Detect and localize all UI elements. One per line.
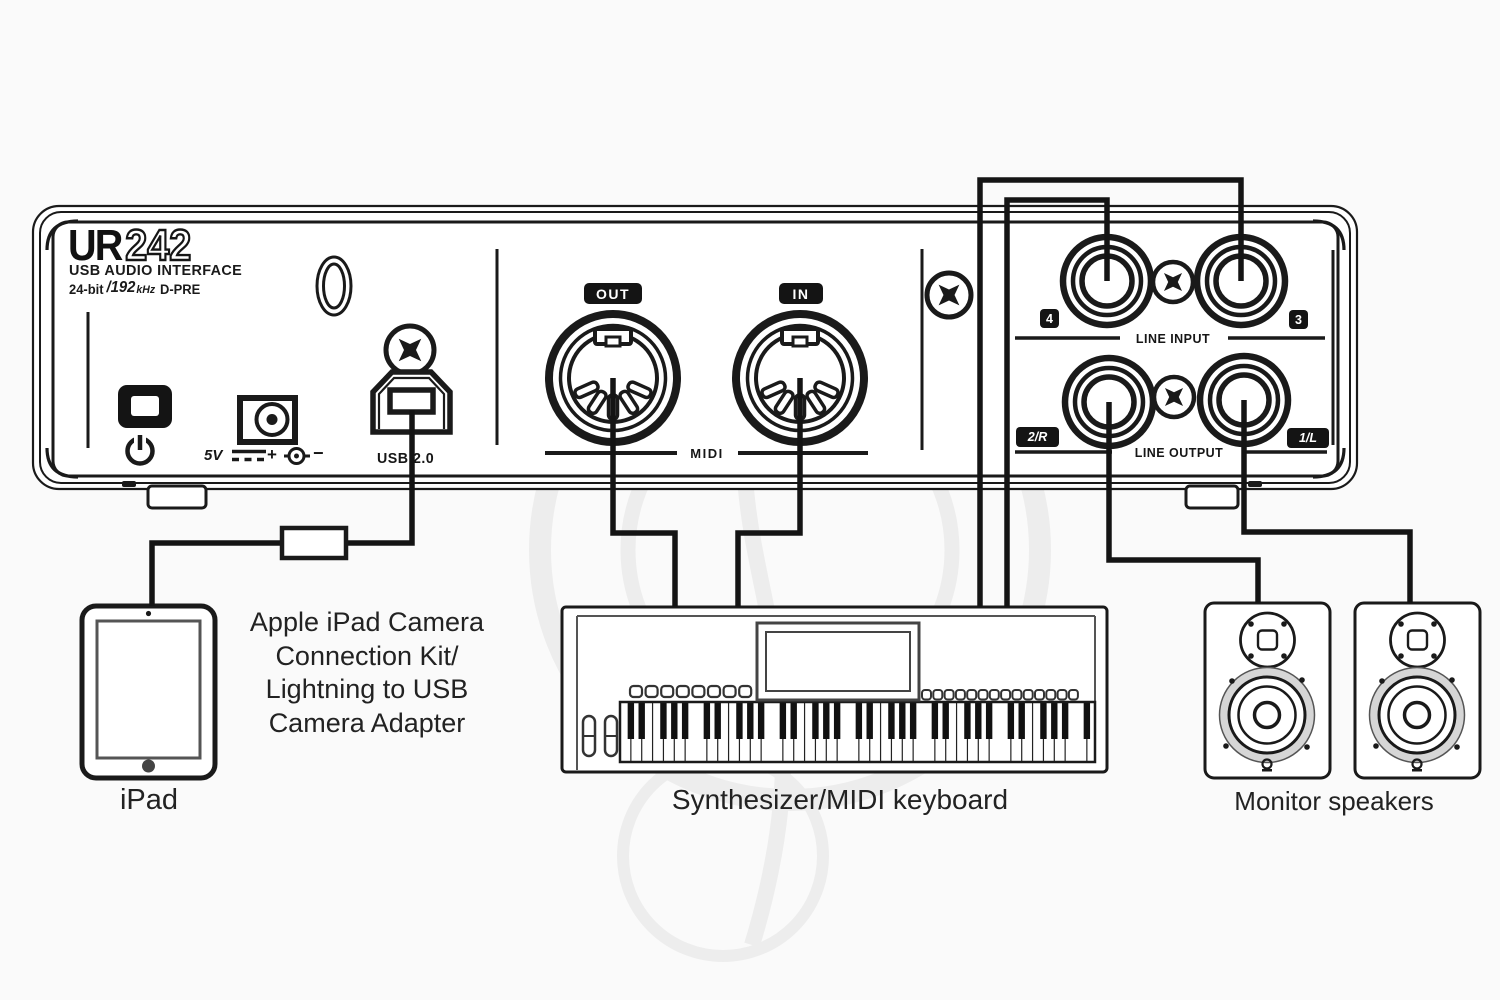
power-icon [125, 435, 155, 466]
chassis-foot-right [1184, 484, 1240, 510]
spec-unit: kHz [136, 284, 156, 296]
phillips-screw-icon [1150, 259, 1197, 420]
line-output-jack1l-label: 1/L [1287, 428, 1329, 448]
dc-power-jack [237, 395, 298, 445]
power-button [118, 385, 172, 428]
corner-accent [1312, 447, 1346, 479]
phillips-screw-icon [924, 270, 974, 320]
midi-out-label: OUT [584, 283, 642, 304]
cable-midi-out-to-synth [610, 378, 678, 607]
usb-port-label: USB 2.0 [377, 450, 435, 467]
seam-mark [1248, 481, 1262, 487]
speaker-icon-right [1353, 601, 1482, 780]
cable-line-output1l-to-speaker [1241, 400, 1413, 603]
device-logo: UR 242 [68, 221, 192, 270]
synthesizer-icon [560, 605, 1109, 774]
ipad-camera-dot [145, 610, 152, 617]
line-output-jack2r-label: 2/R [1016, 427, 1059, 447]
adapter-note-line: Lightning to USB [265, 674, 469, 704]
adapter-note-line: Apple iPad Camera [249, 607, 485, 637]
dc-voltage-label: 5V [204, 447, 223, 464]
seam-mark [122, 481, 136, 487]
synth-buttons-left [628, 684, 753, 699]
synthesizer-caption: Synthesizer/MIDI keyboard [671, 784, 1009, 815]
dc-plus-label: + [267, 445, 277, 464]
corner-accent [45, 219, 79, 251]
chassis-foot-left [146, 484, 208, 510]
camera-adapter-box [279, 525, 349, 561]
midi-in-label: IN [779, 283, 823, 304]
line-output-section-label: LINE OUTPUT [1134, 445, 1224, 460]
keyboard-keys [618, 700, 1097, 764]
midi-section-label: MIDI [690, 446, 724, 461]
line-input-section-label: LINE INPUT [1135, 331, 1211, 346]
adapter-note-line: Camera Adapter [268, 707, 466, 738]
speaker-icon-left [1203, 601, 1332, 780]
pitch-mod-wheels [581, 714, 619, 758]
cable-line-output2r-to-speaker [1106, 402, 1261, 603]
adapter-note-line: Connection Kit/ [275, 640, 459, 671]
audio-interface-chassis [31, 204, 1359, 510]
device-subtitle: USB AUDIO INTERFACE [69, 262, 243, 279]
cable-synth-to-line-input3 [977, 177, 1244, 607]
corner-accent [45, 447, 79, 479]
line-input-jack4-label: 4 [1040, 309, 1059, 328]
ipad-home-button [142, 759, 155, 773]
spec-bit: 24-bit [69, 282, 104, 297]
cable-synth-to-line-input4 [1004, 197, 1110, 607]
logo-prefix: UR [68, 221, 123, 270]
ipad-icon [79, 603, 218, 781]
dc-polarity-icon [284, 447, 310, 465]
synth-display [755, 621, 921, 702]
spec-rate: /192 [106, 279, 136, 296]
corner-accent [1312, 219, 1346, 251]
adapter-note: Apple iPad Camera Connection Kit/ Lightn… [217, 606, 517, 740]
spec-dpre: D-PRE [159, 282, 201, 297]
usb-screw-icon [383, 323, 437, 377]
cable-midi-in-from-synth [735, 378, 803, 607]
logo-number: 242 [124, 221, 192, 270]
kensington-slot-icon [315, 255, 353, 317]
ipad-caption: iPad [119, 784, 179, 816]
monitor-speakers-caption: Monitor speakers [1234, 786, 1434, 816]
dc-minus-label: − [313, 443, 324, 463]
device-spec: 24-bit /192 kHz D-PRE [69, 279, 200, 297]
synth-buttons-right [921, 689, 1079, 701]
line-input-jack3-label: 3 [1289, 310, 1308, 329]
jack-section-dashes [1015, 336, 1327, 454]
dc-symbol-icon [232, 449, 266, 462]
